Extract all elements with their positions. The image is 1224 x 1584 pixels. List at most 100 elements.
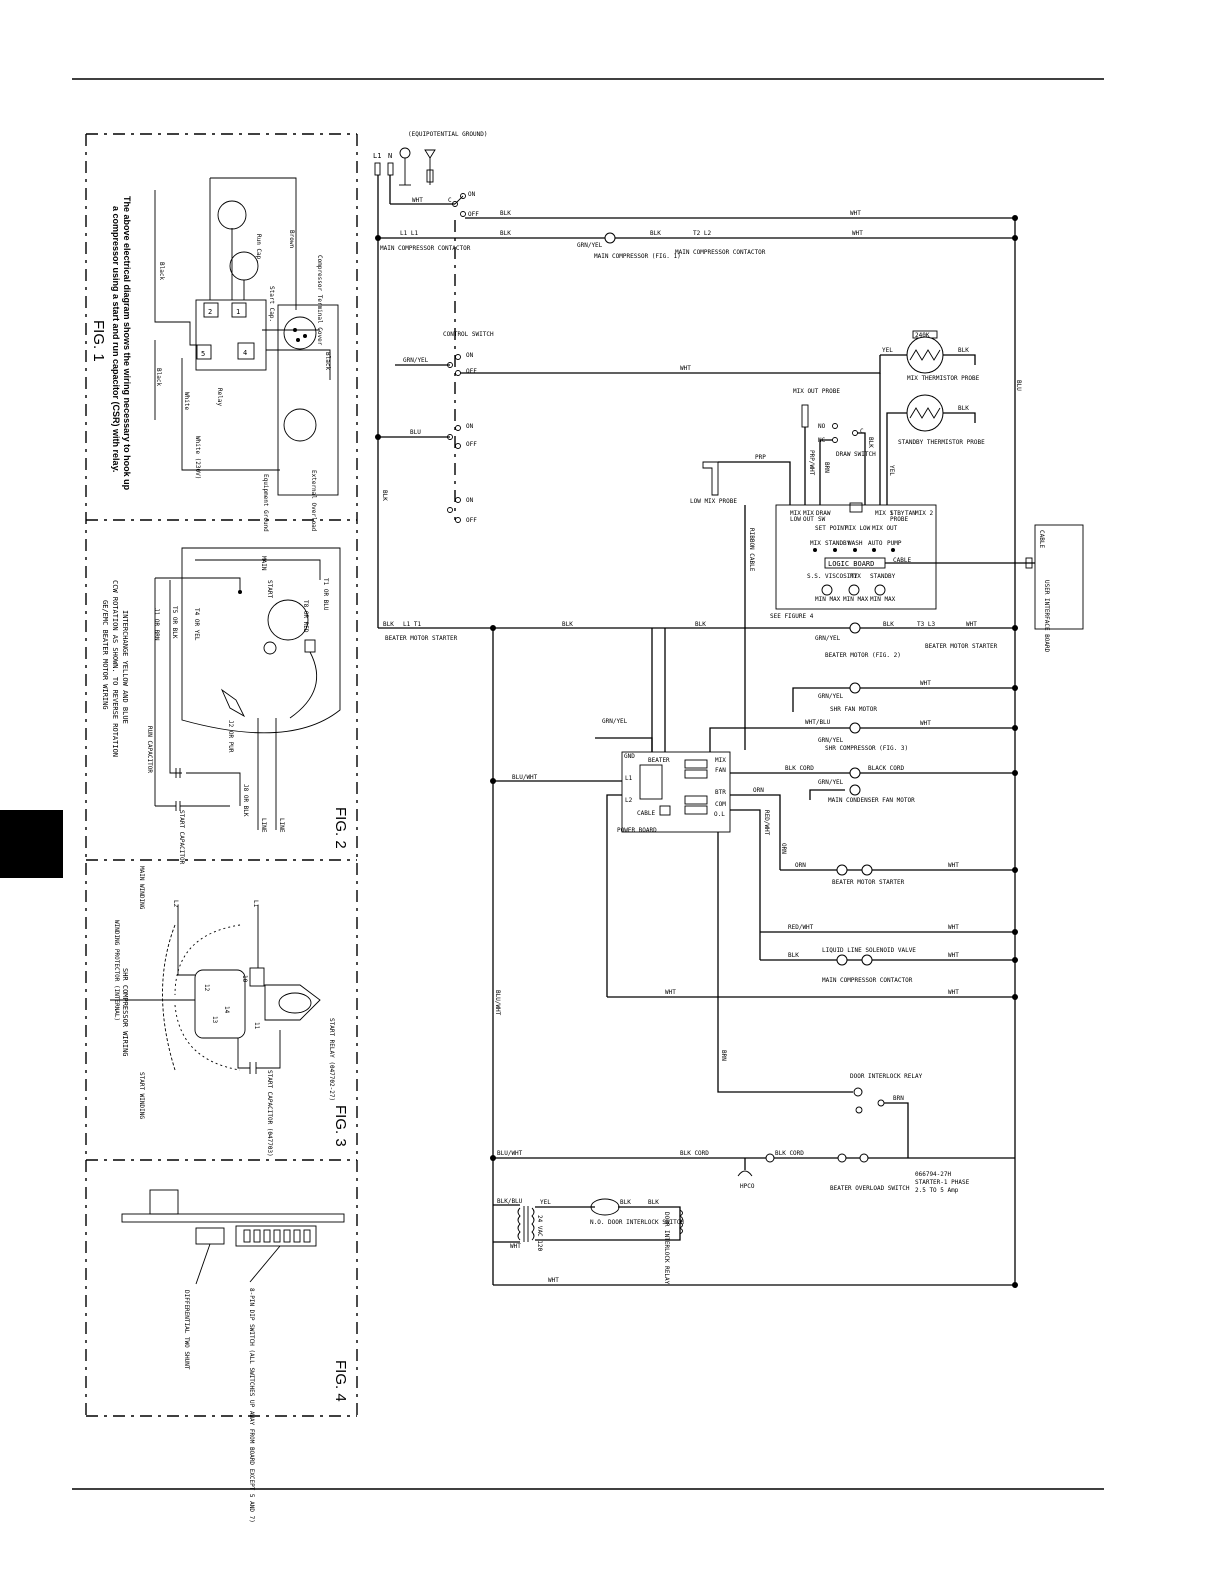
svg-text:AUTO: AUTO <box>868 540 883 547</box>
fig3-title: SHR COMPRESSOR WIRING <box>121 968 129 1057</box>
svg-text:BEATER MOTOR STARTER: BEATER MOTOR STARTER <box>385 635 458 642</box>
svg-text:GRN/YEL: GRN/YEL <box>815 635 841 642</box>
svg-text:WASH: WASH <box>848 540 863 547</box>
svg-text:BTR: BTR <box>715 789 726 796</box>
svg-text:PUMP: PUMP <box>887 540 902 547</box>
svg-text:MIX 2: MIX 2 <box>915 510 933 517</box>
fig1-part-4: Relay <box>216 388 223 406</box>
fig3-label: FIG. 3 <box>332 1105 349 1147</box>
svg-text:LIQUID LINE SOLENOID VALVE: LIQUID LINE SOLENOID VALVE <box>822 947 916 954</box>
fig4-label: FIG. 4 <box>332 1360 349 1402</box>
logic-board-label: LOGIC BOARD <box>828 560 874 568</box>
svg-text:BLK CORD: BLK CORD <box>775 1150 804 1157</box>
svg-text:240K: 240K <box>915 332 930 339</box>
svg-text:WHT: WHT <box>665 989 676 996</box>
svg-text:GRN/YEL: GRN/YEL <box>818 693 844 700</box>
svg-text:GRN/YEL: GRN/YEL <box>577 242 603 249</box>
svg-text:BLU: BLU <box>1015 380 1022 391</box>
svg-text:CONTROL SWITCH: CONTROL SWITCH <box>443 331 494 338</box>
svg-text:PROBE: PROBE <box>890 516 908 523</box>
svg-text:2.5 TO 5 Amp: 2.5 TO 5 Amp <box>915 1187 959 1194</box>
svg-text:1: 1 <box>236 308 240 316</box>
svg-text:LOW MIX PROBE: LOW MIX PROBE <box>690 498 737 505</box>
svg-text:5: 5 <box>201 350 205 358</box>
svg-text:MIX: MIX <box>850 573 861 580</box>
svg-text:SEE FIGURE 4: SEE FIGURE 4 <box>770 613 814 620</box>
fig1-label: FIG. 1 <box>90 320 107 362</box>
fig4-part-0: DIFFERENTIAL TWO SHUNT <box>183 1290 190 1370</box>
svg-text:BRN: BRN <box>720 1050 727 1061</box>
svg-text:BLK: BLK <box>958 405 969 412</box>
svg-text:BLK: BLK <box>620 1199 631 1206</box>
svg-text:SHR COMPRESSOR (FIG. 3): SHR COMPRESSOR (FIG. 3) <box>825 745 908 752</box>
svg-text:BLK: BLK <box>500 210 511 217</box>
svg-text:ON: ON <box>466 352 474 359</box>
svg-text:FAN: FAN <box>715 767 726 774</box>
fig3-part-1: WINDING PROTECTOR (INTERNAL) <box>113 920 120 1021</box>
svg-text:STANDBY THERMISTOR PROBE: STANDBY THERMISTOR PROBE <box>898 439 985 446</box>
svg-text:MIX: MIX <box>715 757 726 764</box>
svg-text:MIN MAX: MIN MAX <box>815 596 841 603</box>
fig1-part-11: Equipment Ground <box>262 474 269 532</box>
fig1-caption-line2: a compressor using a start and run capac… <box>111 206 121 472</box>
svg-text:DOOR INTERLOCK RELAY: DOOR INTERLOCK RELAY <box>663 1212 670 1285</box>
svg-text:BLU/WHT: BLU/WHT <box>497 1150 523 1157</box>
svg-text:L2: L2 <box>625 797 633 804</box>
svg-text:RIBBON CABLE: RIBBON CABLE <box>748 528 755 572</box>
svg-text:WHT/BLU: WHT/BLU <box>805 719 831 726</box>
l1-label: L1 <box>373 152 381 160</box>
svg-text:RED/WHT: RED/WHT <box>763 810 770 836</box>
svg-text:066794-27H: 066794-27H <box>915 1171 952 1178</box>
svg-text:OFF: OFF <box>466 517 477 524</box>
svg-text:ORN: ORN <box>780 843 787 854</box>
svg-text:ON: ON <box>466 423 474 430</box>
fig1-part-0: Compressor Terminal Cover <box>316 255 323 346</box>
fig3-part-4: START CAPACITOR (047703) <box>266 1070 273 1157</box>
svg-text:WHT: WHT <box>548 1277 559 1284</box>
fig3-diagram: FIG. 3 SHR COMPRESSOR WIRING L1 L2 10 11… <box>110 866 349 1157</box>
fig2-title2: CCW ROTATION AS SHOWN. TO REVERSE ROTATI… <box>111 580 119 757</box>
svg-text:WHT: WHT <box>948 862 959 869</box>
svg-text:BLK: BLK <box>867 437 874 448</box>
svg-text:BLK: BLK <box>958 347 969 354</box>
svg-text:ON: ON <box>466 497 474 504</box>
fig2-part-11: LINE <box>260 818 267 833</box>
svg-text:BLK: BLK <box>883 621 894 628</box>
svg-text:T2 L2: T2 L2 <box>693 230 711 237</box>
svg-text:BEATER: BEATER <box>648 757 670 764</box>
svg-text:COM: COM <box>715 801 726 808</box>
svg-text:DRAW: DRAW <box>816 510 831 517</box>
svg-text:N.O. DOOR INTERLOCK SWITCH: N.O. DOOR INTERLOCK SWITCH <box>590 1219 684 1226</box>
svg-text:WHT: WHT <box>948 989 959 996</box>
fig3-part-3: START RELAY (047702-27) <box>328 1018 335 1101</box>
fig2-part-8: J8 OR BLK <box>242 784 249 817</box>
svg-text:O.L: O.L <box>714 811 725 818</box>
svg-text:WHT: WHT <box>510 1243 521 1250</box>
fig2-part-5: J1 OR BRN <box>153 608 160 641</box>
fig4-diagram: FIG. 4 DIFFERENTIAL TWO SHUNT 8-PIN DIP … <box>121 1189 349 1523</box>
svg-text:MIX 1: MIX 1 <box>875 510 893 517</box>
svg-text:DOOR INTERLOCK RELAY: DOOR INTERLOCK RELAY <box>850 1073 923 1080</box>
svg-text:ON: ON <box>468 191 476 198</box>
fig2-part-7: J2 OR PUR <box>227 720 234 753</box>
svg-text:ORN: ORN <box>795 862 806 869</box>
section-tab <box>0 810 63 878</box>
svg-text:MIN MAX: MIN MAX <box>843 596 869 603</box>
svg-text:MAIN COMPRESSOR CONTACTOR: MAIN COMPRESSOR CONTACTOR <box>822 977 913 984</box>
n-label: N <box>388 152 392 160</box>
svg-text:STANDBY: STANDBY <box>870 573 896 580</box>
fig3-part-8: 11 <box>253 1022 260 1030</box>
fig2-part-1: START <box>266 580 273 598</box>
svg-text:BLU: BLU <box>410 429 421 436</box>
svg-text:MAIN COMPRESSOR (FIG. 1): MAIN COMPRESSOR (FIG. 1) <box>594 253 681 260</box>
svg-text:SET POINT: SET POINT <box>815 525 848 532</box>
svg-text:BLU/WHT: BLU/WHT <box>494 990 501 1016</box>
svg-text:BLK/BLU: BLK/BLU <box>497 1198 523 1205</box>
svg-text:L1 L1: L1 L1 <box>400 230 418 237</box>
fig3-part-6: L2 <box>172 900 179 908</box>
svg-text:PRP/WHT: PRP/WHT <box>808 450 815 476</box>
fig2-title3: INTERCHANGE YELLOW AND BLUE <box>121 610 129 724</box>
fig2-part-4: T8 OR RED <box>302 600 309 633</box>
fig1-part-6: Black <box>155 368 162 386</box>
